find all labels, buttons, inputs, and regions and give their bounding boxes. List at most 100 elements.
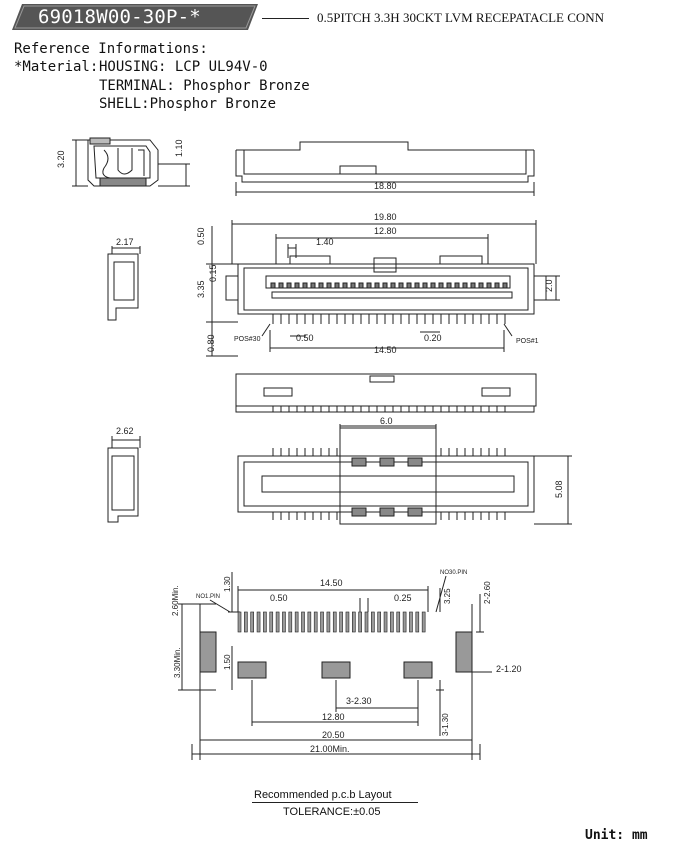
pin-no30-label: NO30.PIN (440, 570, 467, 576)
contact-pin (326, 282, 332, 289)
dim-pitch-2-0: 2.0 (544, 279, 554, 292)
contact-pin (358, 282, 364, 289)
pcb-pad (383, 611, 388, 633)
pcb-12-80: 12.80 (322, 712, 345, 722)
pin-no1-label: NO1.PIN (196, 594, 220, 600)
contact-pin (454, 282, 460, 289)
contact-pin (502, 282, 508, 289)
dim-bottom-5-08: 5.08 (554, 480, 564, 498)
pcb-pad (256, 611, 261, 633)
pcb-layout (178, 572, 492, 760)
pcb-3-30-min: 3.30Min. (173, 647, 182, 678)
pcb-pad (313, 611, 318, 633)
contact-pin (294, 282, 300, 289)
contact-pin (438, 282, 444, 289)
dim-left-2-17: 2.17 (116, 237, 134, 247)
pcb-0-25: 0.25 (394, 593, 412, 603)
contact-pin (310, 282, 316, 289)
dim-pitch-0-50: 0.50 (296, 333, 314, 343)
contact-pin (286, 282, 292, 289)
pcb-pad (364, 611, 369, 633)
contact-pin (462, 282, 468, 289)
pcb-2-1-20: 2-1.20 (496, 664, 522, 674)
dim-total-length: 18.80 (374, 181, 397, 191)
contact-pin (342, 282, 348, 289)
pcb-pad (326, 611, 331, 633)
tolerance-note: TOLERANCE:±0.05 (283, 806, 381, 818)
pcb-pad (358, 611, 362, 633)
pcb-pad (237, 611, 242, 633)
dim-left-2-62: 2.62 (116, 426, 134, 436)
bottom-view (237, 424, 572, 525)
pcb-pad (396, 611, 401, 633)
pcb-pad (409, 611, 413, 633)
plan-view (206, 220, 560, 357)
pcb-21-00-min: 21.00Min. (310, 744, 350, 754)
dim-side-cap: 1.10 (174, 139, 184, 157)
unit-note: Unit: mm (585, 828, 648, 843)
pcb-pad (288, 611, 293, 633)
side-view-bottom (107, 436, 141, 523)
pcb-2-60-min: 2.60Min. (171, 585, 180, 616)
contact-pin (446, 282, 452, 289)
side-view-plan (107, 246, 141, 321)
pcb-pad (301, 611, 305, 633)
pcb-pad (294, 611, 299, 633)
dim-span-12-80: 12.80 (374, 226, 397, 236)
contact-pin (478, 282, 484, 289)
dim-v-0-15: 0.15 (208, 264, 218, 282)
dim-span-14-50: 14.50 (374, 345, 397, 355)
title-divider (262, 18, 309, 19)
pcb-pad (377, 611, 382, 633)
pcb-0-50: 0.50 (270, 593, 288, 603)
contact-pin (318, 282, 324, 289)
dim-span-1-40: 1.40 (316, 237, 334, 247)
front-view-top (235, 141, 535, 196)
reference-heading: Reference Informations: (14, 41, 208, 57)
pcb-pad (307, 611, 312, 633)
pcb-pad (402, 611, 407, 633)
pcb-pad (269, 611, 274, 633)
contact-pin (270, 282, 276, 289)
contact-pin (350, 282, 356, 289)
contact-pin (366, 282, 372, 289)
pcb-pad (421, 611, 426, 633)
pcb-pad (275, 611, 280, 633)
pcb-3-1-30: 3-1.30 (441, 713, 450, 736)
contact-pin (374, 282, 380, 289)
terminal-material: TERMINAL: Phosphor Bronze (99, 78, 310, 94)
dim-v-0-50: 0.50 (196, 227, 206, 245)
pcb-pad (250, 611, 254, 633)
dim-body-width: 19.80 (374, 212, 397, 222)
contact-pin (486, 282, 492, 289)
pcb-pad (320, 611, 324, 633)
contact-pin (470, 282, 476, 289)
material-label: *Material: (14, 59, 99, 75)
contact-pin (334, 282, 340, 289)
dim-v-3-35: 3.35 (196, 280, 206, 298)
drawing-title: 0.5PITCH 3.3H 30CKT LVM RECEPATACLE CONN (317, 10, 605, 25)
pcb-pad (332, 611, 337, 633)
pcb-pad (415, 611, 420, 633)
contact-pin (302, 282, 308, 289)
pcb-1-30-top: 1.30 (223, 576, 232, 592)
pcb-pad (390, 611, 394, 633)
dim-pitch-0-20: 0.20 (424, 333, 442, 343)
contact-pin (390, 282, 396, 289)
contact-pin (430, 282, 436, 289)
pcb-pad (263, 611, 267, 633)
caption-underline (252, 802, 418, 803)
pcb-pad (282, 611, 286, 633)
contact-pin (494, 282, 500, 289)
pcb-20-50: 20.50 (322, 730, 345, 740)
pcb-1-50: 1.50 (223, 654, 232, 670)
part-number: 69018W00-30P-* (38, 6, 201, 28)
part-number-badge (12, 4, 258, 30)
shell-material: SHELL:Phosphor Bronze (99, 96, 277, 112)
pcb-layout-caption: Recommended p.c.b Layout (254, 789, 392, 801)
pcb-3-25: 3.25 (443, 588, 452, 604)
dim-bottom-6-0: 6.0 (380, 416, 393, 426)
pcb-2-2-60: 2-2.60 (483, 581, 492, 604)
pcb-pad (244, 611, 248, 633)
